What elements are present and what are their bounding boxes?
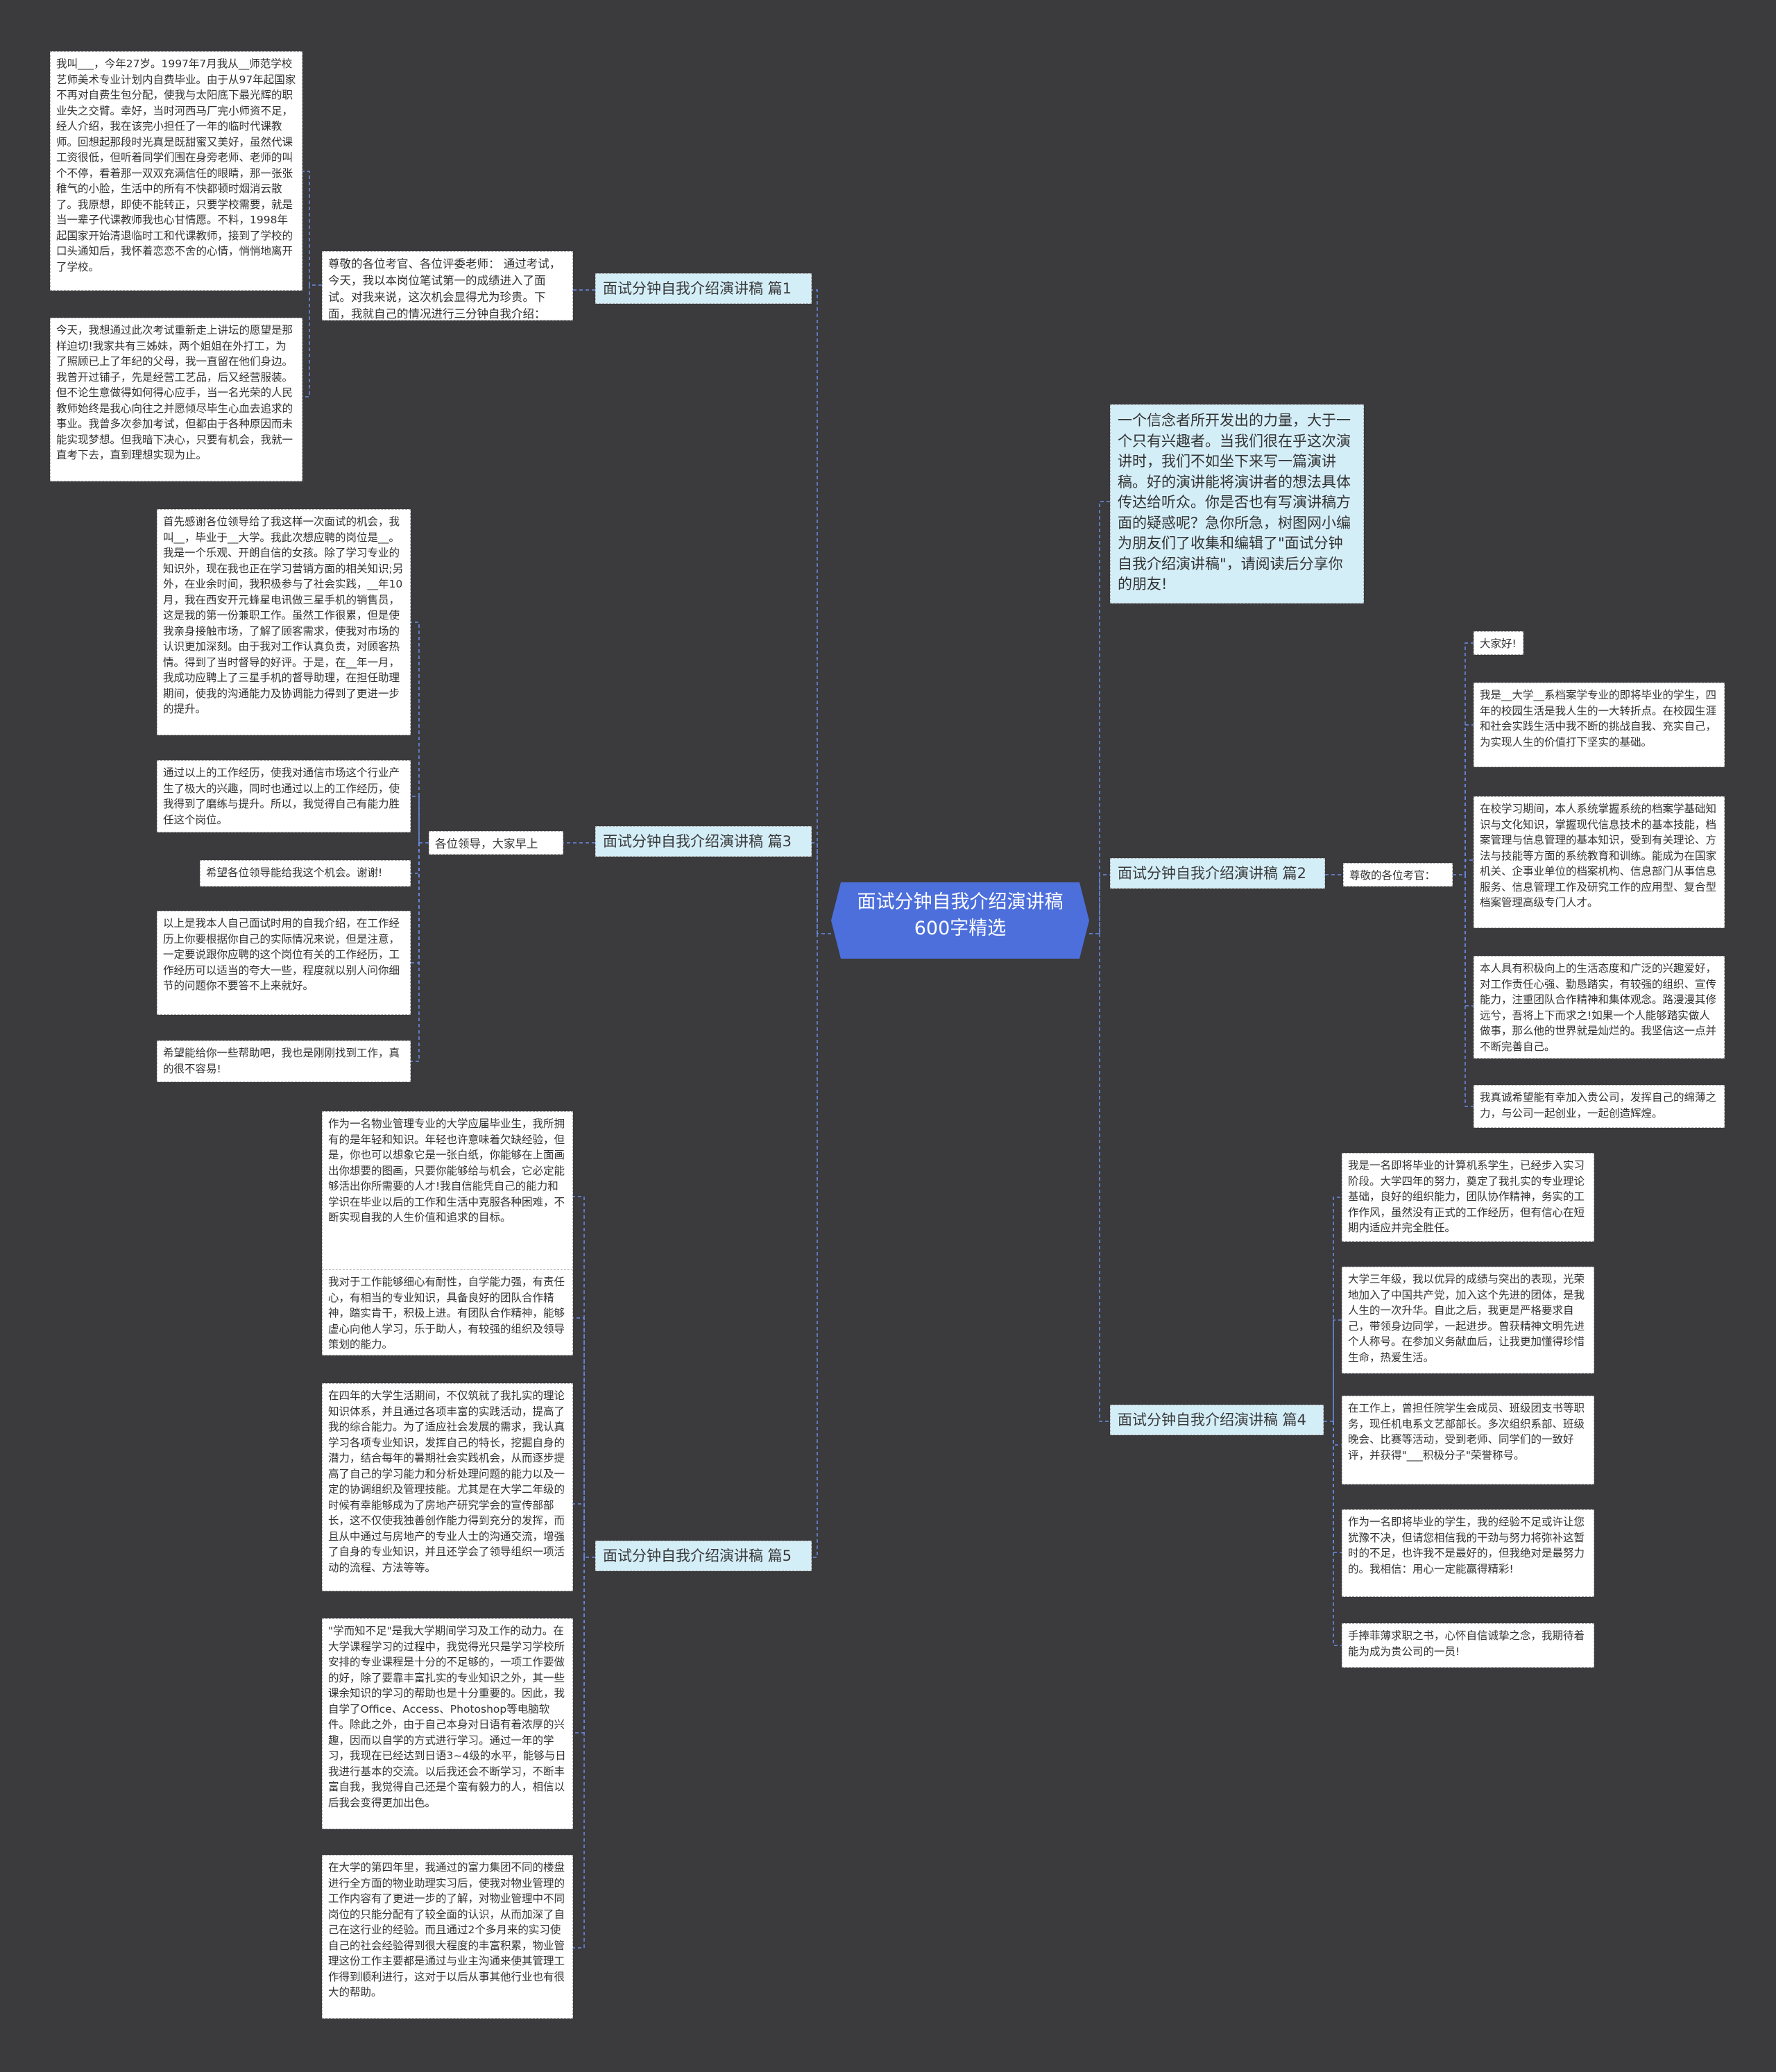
part-4-leaf-3[interactable]: 在工作上，曾担任院学生会成员、班级团支书等职务，现任机电系文艺部部长。多次组织系… — [1342, 1396, 1594, 1484]
part-2-leaf-1[interactable]: 大家好! — [1474, 631, 1523, 655]
leaf-text: 我叫___，今年27岁。1997年7月我从__师范学校艺师美术专业计划内自费毕业… — [56, 58, 296, 273]
leaf-text: 大学三年级，我以优异的成绩与突出的表现，光荣地加入了中国共产党，加入这个先进的团… — [1348, 1273, 1585, 1364]
leaf-text: 希望能给你一些帮助吧，我也是刚刚找到工作，真的很不容易! — [163, 1047, 400, 1075]
leaf-text: 希望各位领导能给我这个机会。谢谢! — [206, 866, 383, 879]
part-4-leaf-5[interactable]: 手捧菲薄求职之书，心怀自信诚挚之念，我期待着能为成为贵公司的一员! — [1342, 1623, 1594, 1668]
leaf-text: 我真诚希望能有幸加入贵公司，发挥自己的绵薄之力，与公司一起创业，一起创造辉煌。 — [1480, 1091, 1717, 1120]
part-1-leaf-2[interactable]: 今天，我想通过此次考试重新走上讲坛的愿望是那样迫切!我家共有三姊妹，两个姐姐在外… — [50, 318, 302, 481]
branch-part-5[interactable]: 面试分钟自我介绍演讲稿 篇5 — [595, 1541, 812, 1571]
leaf-text: 在四年的大学生活期间，不仅筑就了我扎实的理论知识体系，并且通过各项丰富的实践活动… — [328, 1389, 565, 1574]
part-5-leaf-1[interactable]: 作为一名物业管理专业的大学应届毕业生，我所拥有的是年轻和知识。年轻也许意味着欠缺… — [322, 1111, 573, 1282]
leaf-text: 大家好! — [1480, 637, 1517, 650]
part-5-leaf-4[interactable]: "学而知不足"是我大学期间学习及工作的动力。在大学课程学习的过程中，我觉得光只是… — [322, 1618, 573, 1829]
leaf-text: 通过以上的工作经历，使我对通信市场这个行业产生了极大的兴趣，同时也通过以上的工作… — [163, 767, 400, 826]
part-2-leaf-3[interactable]: 在校学习期间，本人系统掌握系统的档案学基础知识与文化知识，掌握现代信息技术的基本… — [1474, 796, 1725, 928]
leaf-text: "学而知不足"是我大学期间学习及工作的动力。在大学课程学习的过程中，我觉得光只是… — [328, 1625, 566, 1809]
leaf-text: 作为一名即将毕业的学生，我的经验不足或许让您犹豫不决，但请您相信我的干劲与努力将… — [1348, 1516, 1585, 1575]
branch-part-2[interactable]: 面试分钟自我介绍演讲稿 篇2 — [1110, 858, 1325, 889]
part-5-leaf-2[interactable]: 我对于工作能够细心有耐性，自学能力强，有责任心，有相当的专业知识，具备良好的团队… — [322, 1269, 573, 1355]
part-1-subtopic-text: 尊敬的各位考官、各位评委老师： 通过考试，今天，我以本岗位笔试第一的成绩进入了面… — [328, 257, 561, 320]
leaf-text: 在校学习期间，本人系统掌握系统的档案学基础知识与文化知识，掌握现代信息技术的基本… — [1480, 803, 1717, 909]
leaf-text: 我是一名即将毕业的计算机系学生，已经步入实习阶段。大学四年的努力，奠定了我扎实的… — [1348, 1159, 1585, 1234]
leaf-text: 在大学的第四年里，我通过的富力集团不同的楼盘进行全方面的物业助理实习后，使我对物… — [328, 1861, 565, 1998]
part-1-leaf-1[interactable]: 我叫___，今年27岁。1997年7月我从__师范学校艺师美术专业计划内自费毕业… — [50, 51, 302, 291]
part-2-leaf-4[interactable]: 本人具有积极向上的生活态度和广泛的兴趣爱好，对工作责任心强、勤恳踏实，有较强的组… — [1474, 956, 1725, 1059]
branch-part-3-label: 面试分钟自我介绍演讲稿 篇3 — [603, 833, 792, 850]
leaf-text: 在工作上，曾担任院学生会成员、班级团支书等职务，现任机电系文艺部部长。多次组织系… — [1348, 1402, 1585, 1462]
branch-part-5-label: 面试分钟自我介绍演讲稿 篇5 — [603, 1548, 792, 1564]
branch-part-1[interactable]: 面试分钟自我介绍演讲稿 篇1 — [595, 273, 812, 304]
branch-part-4-label: 面试分钟自我介绍演讲稿 篇4 — [1118, 1412, 1307, 1428]
part-2-subtopic-text: 尊敬的各位考官： — [1349, 869, 1436, 882]
part-3-subtopic-text: 各位领导，大家早上好： — [435, 837, 538, 850]
leaf-text: 今天，我想通过此次考试重新走上讲坛的愿望是那样迫切!我家共有三姊妹，两个姐姐在外… — [56, 324, 293, 461]
branch-part-4[interactable]: 面试分钟自我介绍演讲稿 篇4 — [1110, 1405, 1324, 1435]
central-topic-label: 面试分钟自我介绍演讲稿600字精选 — [857, 891, 1064, 939]
part-4-leaf-1[interactable]: 我是一名即将毕业的计算机系学生，已经步入实习阶段。大学四年的努力，奠定了我扎实的… — [1342, 1153, 1594, 1242]
branch-part-3[interactable]: 面试分钟自我介绍演讲稿 篇3 — [595, 826, 812, 857]
leaf-text: 我是__大学__系档案学专业的即将毕业的学生，四年的校园生活是我人生的一大转折点… — [1480, 689, 1717, 748]
part-2-leaf-2[interactable]: 我是__大学__系档案学专业的即将毕业的学生，四年的校园生活是我人生的一大转折点… — [1474, 683, 1725, 767]
part-3-subtopic[interactable]: 各位领导，大家早上好： — [429, 831, 563, 855]
part-3-leaf-1[interactable]: 首先感谢各位领导给了我这样一次面试的机会，我叫__，毕业于__大学。我此次想应聘… — [157, 509, 411, 735]
part-3-leaf-4[interactable]: 以上是我本人自己面试时用的自我介绍，在工作经历上你要根据你自己的实际情况来说，但… — [157, 911, 411, 1015]
branch-part-1-label: 面试分钟自我介绍演讲稿 篇1 — [603, 280, 792, 297]
leaf-text: 手捧菲薄求职之书，心怀自信诚挚之念，我期待着能为成为贵公司的一员! — [1348, 1629, 1585, 1658]
part-3-leaf-3[interactable]: 希望各位领导能给我这个机会。谢谢! — [200, 860, 411, 887]
intro-text: 一个信念者所开发出的力量，大于一个只有兴趣者。当我们很在乎这次演讲时，我们不如坐… — [1118, 412, 1351, 592]
intro-note[interactable]: 一个信念者所开发出的力量，大于一个只有兴趣者。当我们很在乎这次演讲时，我们不如坐… — [1110, 404, 1364, 603]
part-4-leaf-4[interactable]: 作为一名即将毕业的学生，我的经验不足或许让您犹豫不决，但请您相信我的干劲与努力将… — [1342, 1509, 1594, 1597]
part-3-leaf-5[interactable]: 希望能给你一些帮助吧，我也是刚刚找到工作，真的很不容易! — [157, 1041, 411, 1082]
part-2-subtopic[interactable]: 尊敬的各位考官： — [1343, 863, 1453, 887]
part-4-leaf-2[interactable]: 大学三年级，我以优异的成绩与突出的表现，光荣地加入了中国共产党，加入这个先进的团… — [1342, 1267, 1594, 1373]
leaf-text: 本人具有积极向上的生活态度和广泛的兴趣爱好，对工作责任心强、勤恳踏实，有较强的组… — [1480, 962, 1717, 1053]
part-1-subtopic[interactable]: 尊敬的各位考官、各位评委老师： 通过考试，今天，我以本岗位笔试第一的成绩进入了面… — [322, 251, 573, 320]
leaf-text: 作为一名物业管理专业的大学应届毕业生，我所拥有的是年轻和知识。年轻也许意味着欠缺… — [328, 1118, 565, 1224]
leaf-text: 以上是我本人自己面试时用的自我介绍，在工作经历上你要根据你自己的实际情况来说，但… — [163, 917, 400, 992]
branch-part-2-label: 面试分钟自我介绍演讲稿 篇2 — [1118, 865, 1307, 882]
part-2-leaf-5[interactable]: 我真诚希望能有幸加入贵公司，发挥自己的绵薄之力，与公司一起创业，一起创造辉煌。 — [1474, 1085, 1725, 1128]
central-topic[interactable]: 面试分钟自我介绍演讲稿600字精选 — [831, 882, 1089, 959]
part-3-leaf-2[interactable]: 通过以上的工作经历，使我对通信市场这个行业产生了极大的兴趣，同时也通过以上的工作… — [157, 760, 411, 832]
leaf-text: 我对于工作能够细心有耐性，自学能力强，有责任心，有相当的专业知识，具备良好的团队… — [328, 1276, 565, 1351]
part-5-leaf-3[interactable]: 在四年的大学生活期间，不仅筑就了我扎实的理论知识体系，并且通过各项丰富的实践活动… — [322, 1383, 573, 1591]
leaf-text: 首先感谢各位领导给了我这样一次面试的机会，我叫__，毕业于__大学。我此次想应聘… — [163, 515, 404, 715]
part-5-leaf-5[interactable]: 在大学的第四年里，我通过的富力集团不同的楼盘进行全方面的物业助理实习后，使我对物… — [322, 1855, 573, 2019]
